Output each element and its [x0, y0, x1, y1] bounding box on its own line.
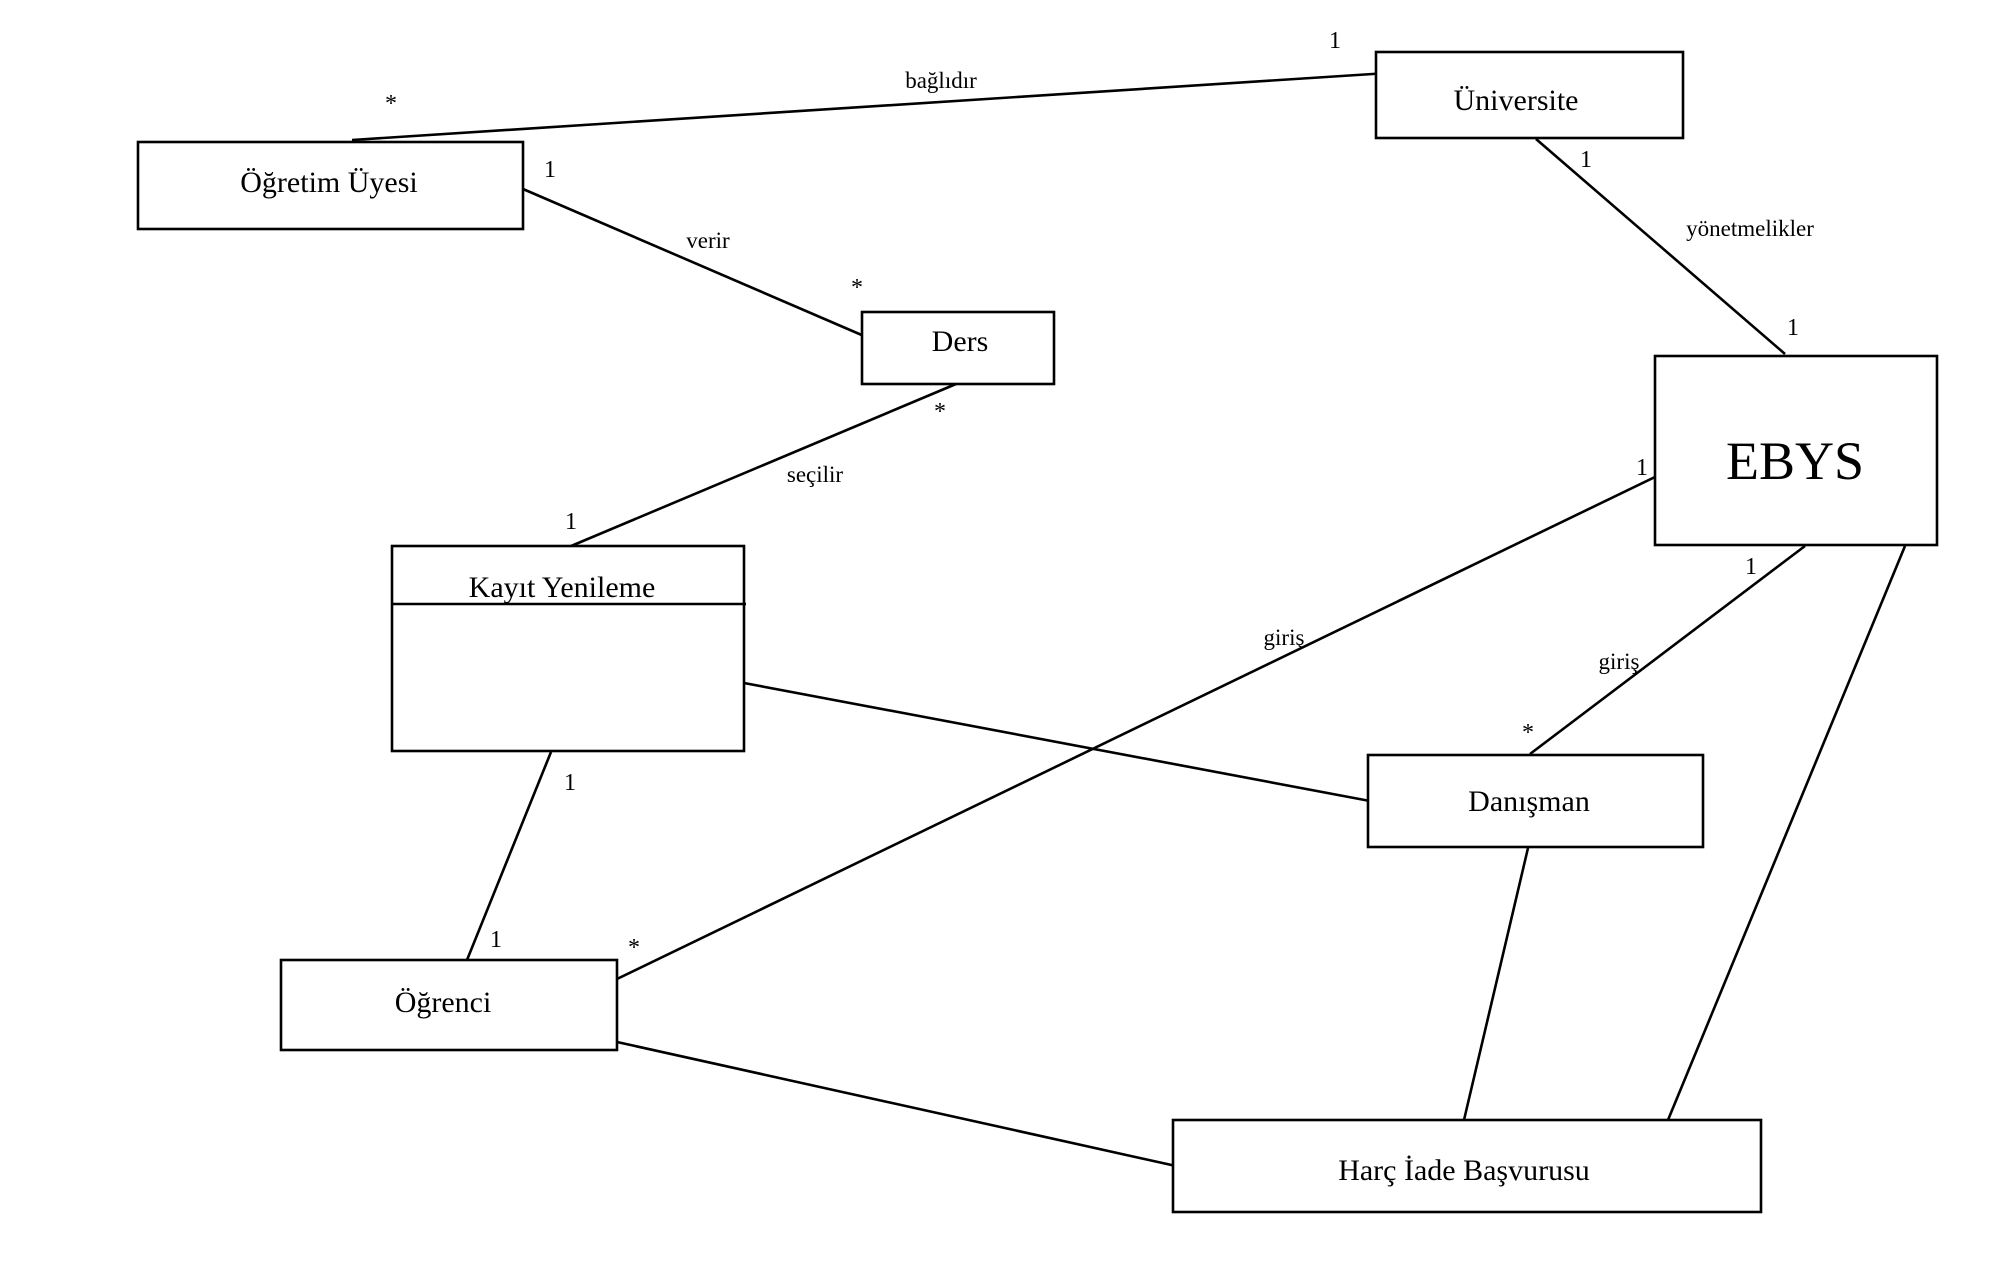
edge-verir [522, 187, 865, 338]
mult-baglidir-ogretim: * [385, 91, 397, 117]
node-ogretim-uyesi: Öğretim Üyesi [136, 140, 525, 231]
edge-label-giris-ogrenci: giriş [1264, 625, 1305, 650]
mult-yonetmelikler-ebys: 1 [1787, 315, 1799, 341]
mult-secilir-ders: * [934, 399, 946, 425]
mult-baglidir-universite: 1 [1329, 28, 1341, 54]
mult-verir-ders: * [851, 275, 863, 301]
node-ebys-label: EBYS [1726, 431, 1864, 491]
edge-label-secilir: seçilir [787, 462, 844, 487]
edge-giris-ogrenci [616, 474, 1658, 981]
edge-kayit-ogrenci [465, 751, 553, 961]
node-ders: Ders [860, 310, 1056, 386]
mult-danisman-ebys: 1 [1745, 554, 1757, 580]
node-danisman-label: Danışman [1468, 785, 1590, 818]
mult-giris-ogrenci: * [628, 935, 640, 961]
edge-secilir [563, 382, 957, 551]
mult-verir-ogretim: 1 [544, 157, 556, 183]
edge-kayit-danisman [743, 681, 1371, 803]
mult-yonetmelikler-universite: 1 [1580, 147, 1592, 173]
edge-label-giris-danisman: giriş [1599, 649, 1640, 674]
mult-kayit-ogrenci-ogrenci: 1 [490, 927, 502, 953]
mult-giris-ebys: 1 [1636, 455, 1648, 481]
mult-kayit-ogrenci-kayit: 1 [564, 770, 576, 796]
node-harc-iade-label: Harç İade Başvurusu [1338, 1154, 1590, 1187]
node-danisman: Danışman [1366, 753, 1705, 849]
mult-secilir-kayit: 1 [565, 509, 577, 535]
node-kayit-yenileme-label: Kayıt Yenileme [469, 571, 656, 604]
edge-baglidir [351, 71, 1389, 142]
edge-yonetmelikler [1535, 138, 1786, 355]
node-universite-label: Üniversite [1454, 84, 1579, 117]
edge-ogrenci-harc [616, 1040, 1177, 1168]
node-universite: Üniversite [1374, 50, 1685, 140]
edge-danisman-harc [1462, 847, 1530, 1121]
node-harc-iade-basvurusu: Harç İade Başvurusu [1171, 1118, 1763, 1214]
node-ogrenci-label: Öğrenci [395, 986, 492, 1019]
node-ders-label: Ders [932, 325, 989, 358]
edge-label-yonetmelikler: yönetmelikler [1686, 216, 1814, 241]
node-ogrenci: Öğrenci [279, 958, 619, 1052]
mult-danisman-danisman: * [1522, 720, 1534, 746]
node-ebys: EBYS [1653, 354, 1939, 547]
edge-ebys-harc [1666, 545, 1907, 1121]
node-ogretim-uyesi-label: Öğretim Üyesi [240, 166, 417, 199]
edge-label-verir: verir [686, 228, 730, 253]
edge-label-baglidir: bağlıdır [905, 68, 977, 93]
edge-giris-danisman [1529, 544, 1806, 756]
node-kayit-yenileme: Kayıt Yenileme [390, 544, 746, 753]
